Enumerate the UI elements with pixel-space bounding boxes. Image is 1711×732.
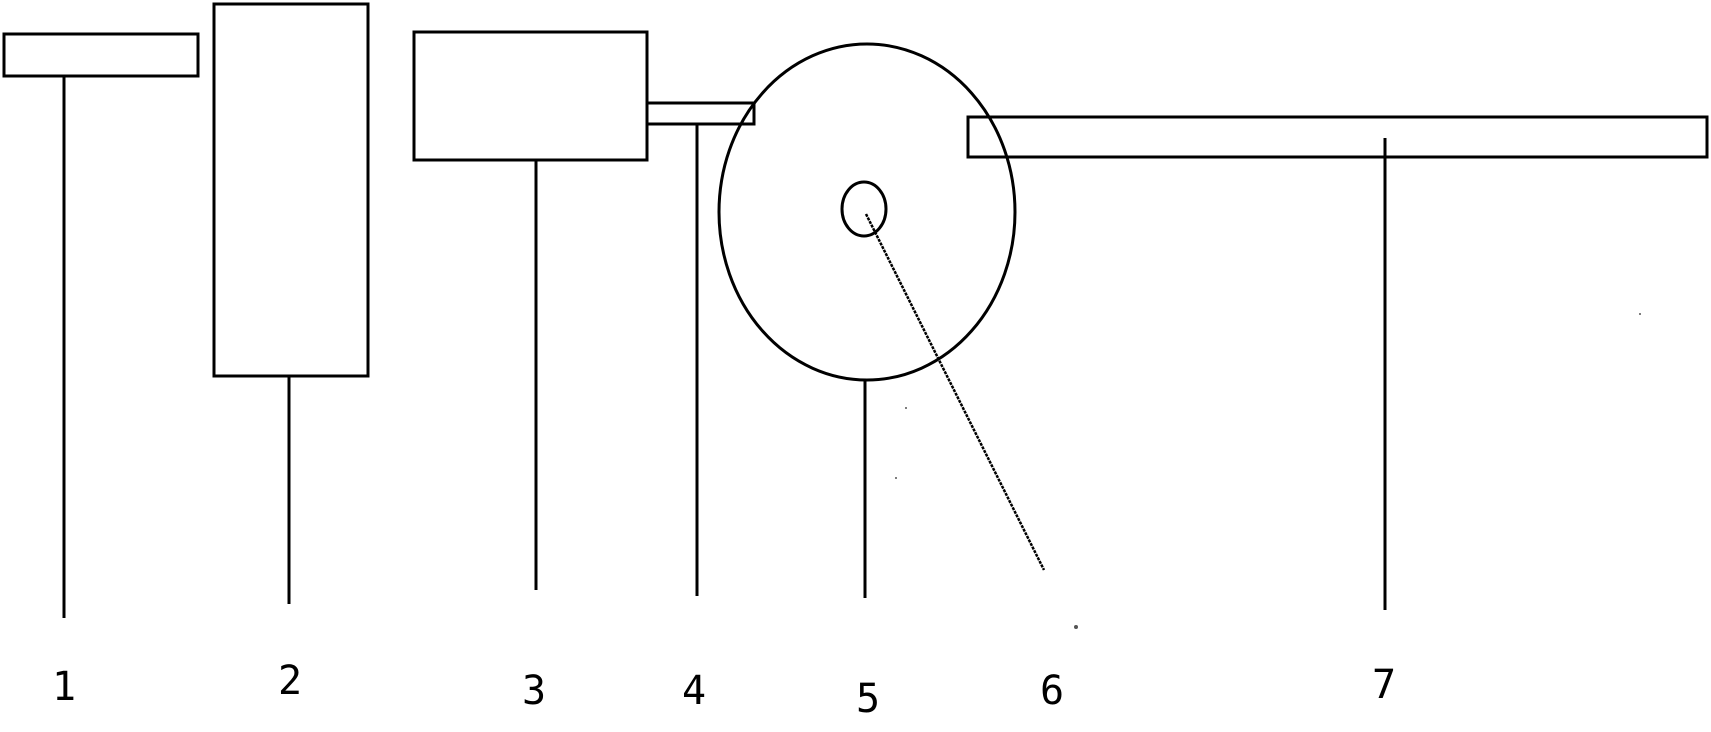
scan-speck — [1639, 313, 1641, 315]
scan-speck — [895, 477, 897, 479]
label-2: 2 — [278, 658, 302, 704]
label-1: 1 — [52, 664, 76, 710]
scan-speck — [1074, 625, 1078, 629]
component-4-rod — [645, 101, 756, 126]
component-5-wheel — [717, 42, 1017, 382]
component-2-block — [212, 2, 370, 378]
scan-speck — [905, 407, 907, 409]
component-6-hub — [840, 180, 888, 238]
leader-line-6 — [864, 213, 1046, 571]
component-7-rail — [966, 115, 1709, 159]
label-7: 7 — [1372, 662, 1396, 708]
label-6: 6 — [1040, 668, 1064, 714]
component-3-block — [412, 30, 649, 162]
label-3: 3 — [522, 668, 546, 714]
label-5: 5 — [856, 676, 880, 722]
component-1-bar — [2, 32, 200, 78]
label-4: 4 — [682, 668, 706, 714]
